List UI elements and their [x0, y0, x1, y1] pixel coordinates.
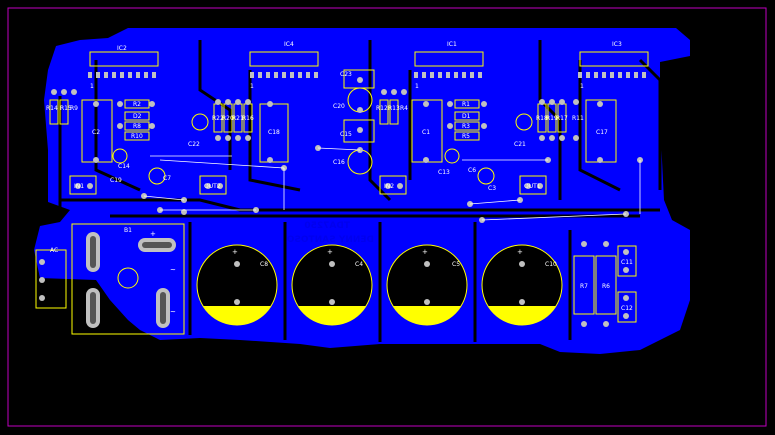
in2-label: IN2 — [384, 183, 394, 190]
c23-label: C23 — [340, 71, 352, 78]
c8-label: C8 — [260, 261, 268, 268]
r22-label: R22 — [212, 115, 224, 122]
board-text-line1: TDA7250 — [304, 221, 350, 231]
r18-label: R18 — [536, 115, 548, 122]
in1-label: IN1 — [74, 183, 84, 190]
c16-label: C16 — [333, 159, 345, 166]
ic4-label: IC4 — [284, 41, 294, 48]
c8-plus: + — [232, 248, 238, 256]
pin1-ic3: 1 — [580, 83, 584, 90]
out2-label: OUT2 — [204, 183, 221, 190]
r16-label: R16 — [242, 115, 254, 122]
r6-label: R6 — [602, 283, 610, 290]
ac-label: AC — [50, 247, 58, 254]
r19-label: R19 — [546, 115, 558, 122]
r1-label: R1 — [462, 101, 470, 108]
r7-label: R7 — [580, 283, 588, 290]
c10-plus: + — [517, 248, 523, 256]
bridge-tilde-2: ~ — [170, 308, 176, 316]
r4-label: R4 — [400, 105, 408, 112]
ic1-label: IC1 — [447, 41, 457, 48]
c4-label: C4 — [355, 261, 363, 268]
r13-label: R13 — [388, 105, 400, 112]
r15-label: R15 — [60, 105, 72, 112]
out1-label: OUT1 — [524, 183, 541, 190]
c18-label: C18 — [268, 129, 280, 136]
silk-components — [35, 69, 637, 335]
ic-ic4: IC4 — [249, 41, 319, 78]
c21-label: C21 — [514, 141, 526, 148]
ic3-label: IC3 — [612, 41, 622, 48]
cap-c4 — [291, 244, 373, 326]
pin1-ic4: 1 — [250, 83, 254, 90]
ic-ic2: IC2 — [88, 45, 159, 78]
component-labels: AC B1 + ~ ~ + + + + C8 C4 C5 C10 C11 C12… — [46, 71, 633, 316]
pin1-ic1: 1 — [415, 83, 419, 90]
c7-label: C7 — [163, 175, 171, 182]
r5-label: R5 — [462, 133, 470, 140]
c19-label: C19 — [110, 177, 122, 184]
mirrored-text: TDA7250 DENNY SANTOSO — [286, 221, 374, 245]
c22-label: C22 — [188, 141, 200, 148]
cap-c5 — [386, 244, 468, 326]
c1-label: C1 — [422, 129, 430, 136]
r14-label: R14 — [46, 105, 58, 112]
c15-label: C15 — [340, 131, 352, 138]
c20-label: C20 — [333, 103, 345, 110]
ic-ic3: IC3 — [578, 41, 649, 78]
c11-label: C11 — [621, 259, 633, 266]
r17-label: R17 — [556, 115, 568, 122]
c5-label: C5 — [452, 261, 460, 268]
board-text-line2: DENNY SANTOSO — [286, 235, 374, 245]
c17-label: C17 — [596, 129, 608, 136]
r10-label: R10 — [131, 133, 143, 140]
pin1-ic2: 1 — [90, 83, 94, 90]
r8-label: R8 — [133, 123, 141, 130]
bridge-plus: + — [150, 230, 156, 238]
trace-gaps — [58, 40, 662, 342]
c6-label: C6 — [468, 167, 476, 174]
r3-label: R3 — [462, 123, 470, 130]
c5-plus: + — [422, 248, 428, 256]
r11-label: R11 — [572, 115, 584, 122]
r2-label: R2 — [133, 101, 141, 108]
c10-label: C10 — [545, 261, 557, 268]
c14-label: C14 — [118, 163, 130, 170]
c3-label: C3 — [488, 185, 496, 192]
d1-label: D1 — [462, 113, 471, 120]
c2-label: C2 — [92, 129, 100, 136]
bridge-slots — [86, 232, 176, 328]
r12-label: R12 — [376, 105, 388, 112]
cap-c10 — [481, 244, 563, 326]
bridge-label: B1 — [124, 227, 132, 234]
r21-label: R21 — [232, 115, 244, 122]
c12-label: C12 — [621, 305, 633, 312]
ic-ic1: IC1 — [414, 41, 484, 78]
r9-label: R9 — [70, 105, 78, 112]
r20-label: R20 — [222, 115, 234, 122]
c13-label: C13 — [438, 169, 450, 176]
cap-c8 — [196, 244, 278, 326]
bridge-tilde-1: ~ — [170, 266, 176, 274]
ic2-label: IC2 — [117, 45, 127, 52]
jumpers — [143, 147, 641, 221]
c4-plus: + — [327, 248, 333, 256]
d2-label: D2 — [133, 113, 142, 120]
